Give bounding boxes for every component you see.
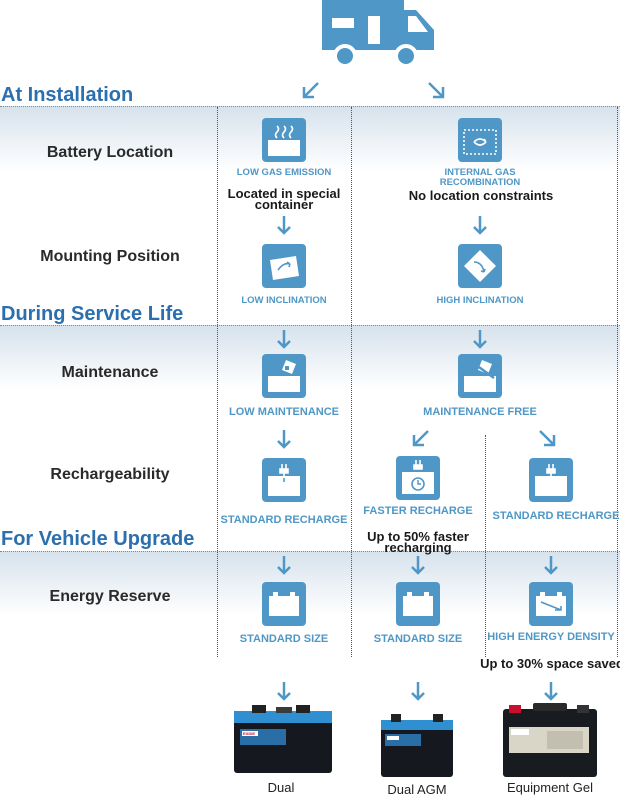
arrow-down-icon (277, 430, 291, 449)
battery-brand-label: EXIDE (243, 731, 256, 736)
equipment-gel-battery-image (503, 703, 597, 777)
arrow-down-right-icon (539, 430, 556, 447)
arrow-down-icon (277, 556, 291, 575)
separator (0, 325, 620, 326)
caption-maintenance-free: MAINTENANCE FREE (423, 406, 537, 418)
section-heading-service: During Service Life (1, 303, 184, 325)
arrow-down-icon (277, 682, 291, 701)
battery-size-icon (396, 582, 440, 626)
battery-name-dual: Dual (267, 780, 295, 795)
caption-internal-gas-recombination: INTERNAL GAS RECOMBINATION (439, 167, 521, 188)
row-label-energy-reserve: Energy Reserve (49, 588, 171, 605)
column-divider (485, 435, 486, 657)
camper-van-icon (322, 0, 434, 68)
arrow-down-icon (277, 216, 291, 235)
battery-size-icon (262, 582, 306, 626)
arrow-down-left-icon (302, 82, 319, 99)
recharge-plug-icon (262, 458, 306, 502)
section-heading-installation: At Installation (1, 84, 134, 106)
battery-name-dual-agm: Dual AGM (387, 782, 447, 797)
dual-battery-image (234, 705, 332, 773)
caption-standard-size-2: STANDARD SIZE (373, 633, 463, 645)
caption-standard-recharge-2: STANDARD RECHARGE (492, 510, 620, 522)
section-heading-upgrade: For Vehicle Upgrade (1, 528, 195, 550)
separator (0, 551, 620, 552)
note-special-container: Located in special container (227, 186, 341, 212)
caption-low-inclination: LOW INCLINATION (241, 295, 327, 306)
caption-standard-recharge: STANDARD RECHARGE (220, 514, 348, 526)
row-label-battery-location: Battery Location (46, 144, 174, 161)
installation-band (0, 106, 620, 171)
caption-low-gas-emission: LOW GAS EMISSION (236, 167, 332, 178)
arrow-down-icon (544, 556, 558, 575)
arrow-down-icon (544, 682, 558, 701)
maintenance-icon (262, 354, 306, 398)
row-label-maintenance: Maintenance (61, 364, 159, 381)
battery-name-equipment-gel: Equipment Gel (507, 780, 593, 795)
maintenance-icon (458, 354, 502, 398)
arrow-down-icon (411, 556, 425, 575)
inclination-icon (458, 244, 502, 288)
inclination-icon (262, 244, 306, 288)
row-label-rechargeability: Rechargeability (50, 466, 170, 483)
separator (0, 106, 620, 107)
service-band (0, 325, 620, 390)
column-divider (217, 107, 218, 657)
column-divider (351, 107, 352, 657)
arrow-down-icon (277, 330, 291, 349)
column-divider (617, 107, 618, 657)
note-faster-recharging: Up to 50% faster recharging (367, 529, 469, 555)
row-label-mounting-position: Mounting Position (40, 248, 180, 265)
note-space-saved: Up to 30% space saved (480, 656, 620, 671)
gas-recombination-icon (458, 118, 502, 162)
recharge-plug-icon (529, 458, 573, 502)
dual-agm-battery-image (381, 714, 453, 777)
note-no-constraints: No location constraints (408, 188, 554, 203)
upgrade-band (0, 551, 620, 616)
caption-standard-size: STANDARD SIZE (239, 633, 329, 645)
arrow-down-icon (473, 330, 487, 349)
caption-low-maintenance: LOW MAINTENANCE (229, 406, 339, 418)
caption-faster-recharge: FASTER RECHARGE (363, 505, 473, 517)
arrow-down-icon (411, 682, 425, 701)
caption-high-energy-density: HIGH ENERGY DENSITY (487, 631, 615, 643)
arrow-down-icon (473, 216, 487, 235)
arrow-down-left-icon (412, 430, 429, 447)
caption-high-inclination: HIGH INCLINATION (436, 295, 524, 306)
high-energy-density-icon (529, 582, 573, 626)
arrow-down-right-icon (428, 82, 445, 99)
gas-emission-icon (262, 118, 306, 162)
faster-recharge-icon (396, 456, 440, 500)
